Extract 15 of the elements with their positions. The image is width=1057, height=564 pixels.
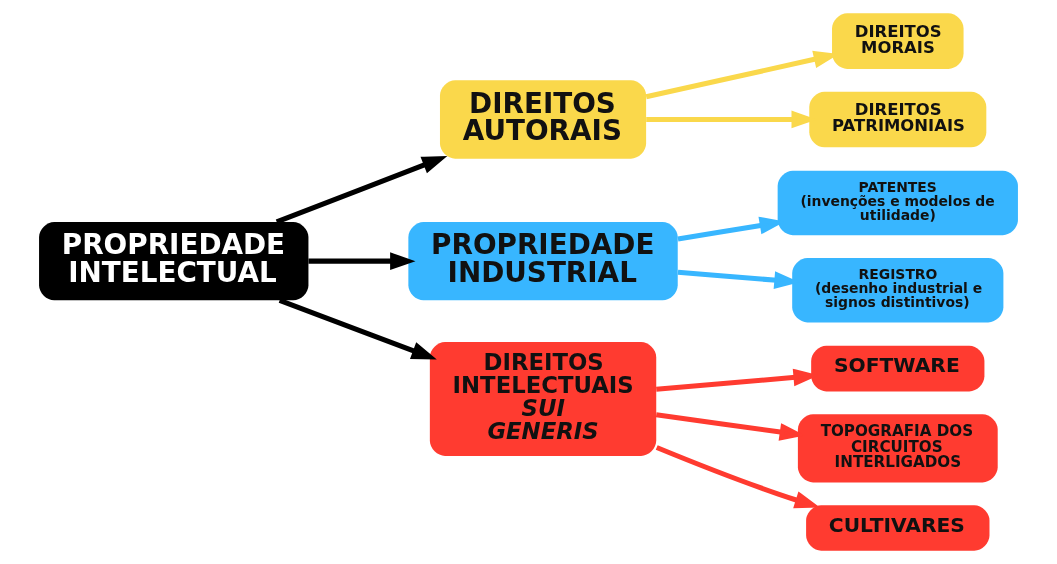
node-box: TOPOGRAFIA DOS CIRCUITOS INTERLIGADOS bbox=[797, 414, 998, 483]
node-box: CULTIVARES bbox=[806, 505, 990, 551]
node-box: DIREITOS AUTORAIS bbox=[439, 80, 647, 159]
arrow bbox=[655, 445, 821, 509]
node-box: DIREITOS MORAIS bbox=[832, 13, 964, 69]
arrow bbox=[275, 155, 448, 225]
node-box: SOFTWARE bbox=[811, 345, 985, 392]
node-box: DIREITOS PATRIMONIAIS bbox=[809, 91, 987, 148]
arrow bbox=[278, 298, 437, 360]
node-box: PROPRIEDADE INDUSTRIAL bbox=[408, 221, 678, 301]
node-box: DIREITOS INTELECTUAIS SUI GENERIS bbox=[429, 342, 657, 456]
node-box: REGISTRO (desenho industrial e signos distintivos) bbox=[792, 257, 1004, 323]
arrow bbox=[308, 252, 416, 270]
node-box: PATENTES (invenções e modelos de utilidade) bbox=[777, 170, 1018, 236]
node-box: PROPRIEDADE INTELECTUAL bbox=[39, 221, 309, 301]
